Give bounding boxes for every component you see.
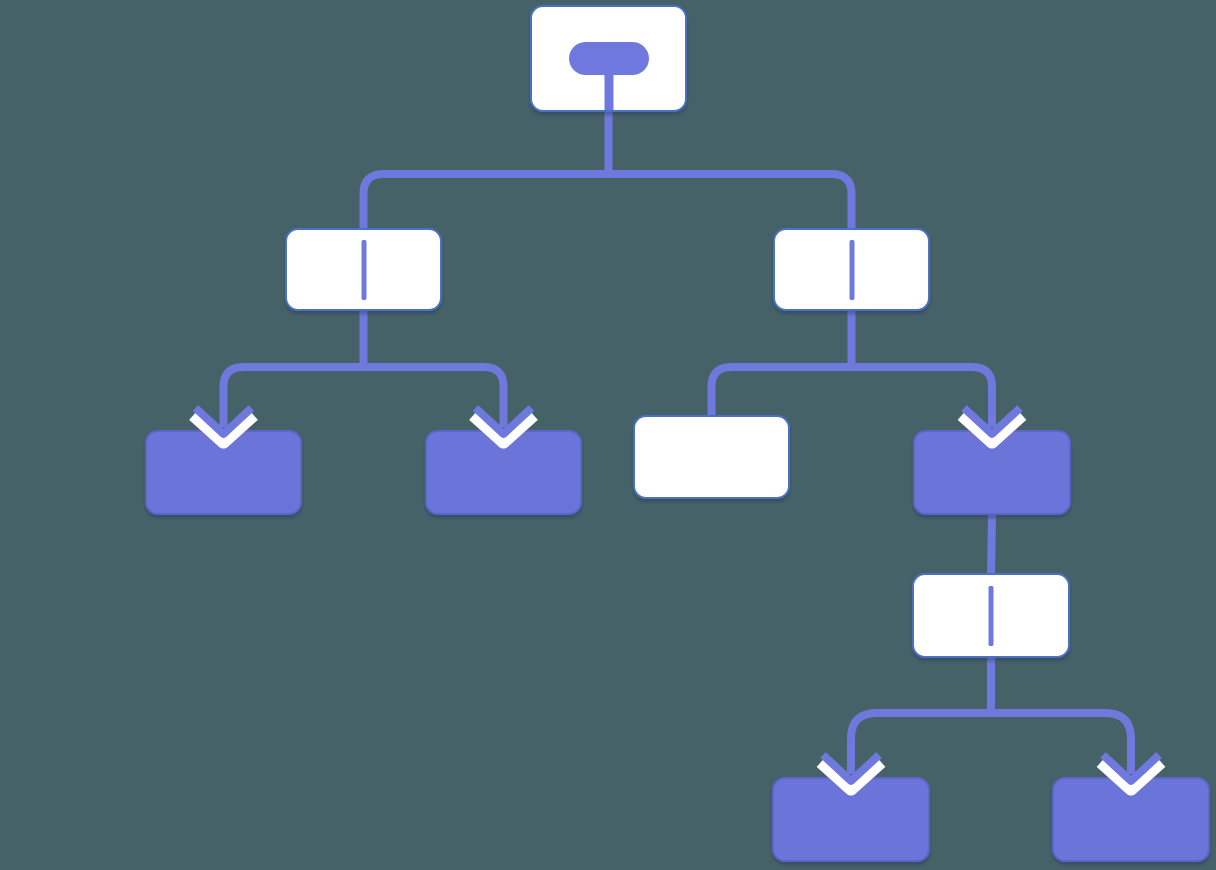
bottom-leaf-node-2[interactable] [1052,777,1210,862]
edge-purple3-barbox [987,512,996,577]
edge-l2r-purple3 [847,309,996,427]
edge-root-l2r [604,110,856,231]
edge-root-l2l [359,110,613,231]
vertical-divider-icon [988,585,994,646]
pill-stem-icon [532,7,685,110]
edge-l2r-white3 [707,309,856,418]
edge-barbox-bleaf2 [987,656,1135,774]
edge-barbox-bleaf1 [847,656,995,774]
branch-node-bottom[interactable] [912,573,1070,658]
branch-node-left[interactable] [285,228,442,311]
plain-node[interactable] [633,415,790,499]
edge-l2l-leaf1 [219,309,368,427]
mid-purple-node[interactable] [913,430,1071,515]
vertical-divider-icon [849,239,854,300]
root-node[interactable] [530,5,687,112]
edge-l2l-leaf2 [359,309,508,427]
branch-node-right[interactable] [773,228,930,311]
bottom-leaf-node-1[interactable] [772,777,930,862]
leaf-node-2[interactable] [425,430,582,515]
leaf-node-1[interactable] [145,430,302,515]
vertical-divider-icon [361,239,366,300]
